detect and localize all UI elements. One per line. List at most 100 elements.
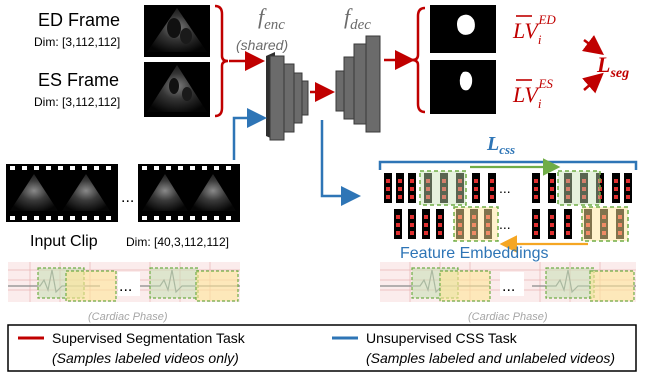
embedding-token-dot (442, 195, 446, 199)
embedding-token-dot (410, 223, 414, 227)
es-frame-title: ES Frame (38, 70, 119, 90)
embedding-token-dot (550, 187, 554, 191)
embedding-token-dot (534, 215, 538, 219)
legend-box (7, 324, 637, 372)
ed-echo-image (144, 5, 210, 57)
embedding-token-dot (550, 231, 554, 235)
lv-ed-prediction: LViED (512, 12, 556, 47)
embedding-token-dot (598, 195, 602, 199)
encoder-layers (266, 52, 309, 141)
embedding-token-dot (426, 195, 430, 199)
ed-to-loss-arrow (582, 35, 604, 55)
encoder-block: fenc (shared) (236, 4, 309, 141)
embedding-token-dot (626, 179, 630, 183)
embedding-token-dot (410, 179, 414, 183)
embedding-token-dot (424, 215, 428, 219)
embedding-token-dot (410, 187, 414, 191)
embedding-token-dot (534, 223, 538, 227)
embedding-token-dot (426, 187, 430, 191)
embedding-token-dot (550, 223, 554, 227)
ed-frame-title: ED Frame (38, 10, 120, 30)
input-clip-filmstrip-left (6, 164, 118, 222)
encoder-label: fenc (258, 4, 285, 33)
embedding-token-dot (550, 179, 554, 183)
decoder-label: fdec (344, 4, 371, 33)
embedding-token-dot (534, 231, 538, 235)
decoder-block: fdec (335, 4, 381, 133)
embedding-token-dot (442, 187, 446, 191)
embedding-token-dot (398, 179, 402, 183)
embedding-token-dot (490, 187, 494, 191)
cardiac-phase-strip-left (8, 262, 240, 302)
embedding-token-dot (386, 187, 390, 191)
embedding-token-dot (614, 179, 618, 183)
embedding-token-dot (386, 195, 390, 199)
embedding-token-dot (550, 215, 554, 219)
segmentation-loss: Lseg (596, 52, 629, 81)
embedding-token-dot (614, 195, 618, 199)
cardiac-phase-label-left: (Cardiac Phase) (88, 311, 168, 323)
phase-ellipsis-right: ... (502, 278, 515, 295)
embedding-token-dot (534, 179, 538, 183)
embedding-token-dot (626, 187, 630, 191)
encoder-to-embeddings-arrow (320, 120, 361, 206)
embedding-token-dot (582, 187, 586, 191)
ed-segmentation-mask (430, 5, 496, 53)
embedding-token-dot (410, 195, 414, 199)
embedding-token-dot (438, 231, 442, 235)
cardiac-phase-strip-right (380, 262, 636, 302)
embedding-token-dot (626, 195, 630, 199)
embedding-window-bottom-left (453, 206, 499, 242)
lv-es-prediction: LViES (512, 76, 553, 111)
legend-unsupervised-title: Unsupervised CSS Task (366, 330, 518, 346)
embedding-token-dot (614, 187, 618, 191)
css-bracket (378, 160, 638, 170)
input-frames-brace (214, 4, 229, 118)
es-to-loss-arrow (582, 72, 604, 94)
embedding-window-bottom-right (581, 206, 629, 242)
embedding-ellipsis-bottom: ... (499, 216, 511, 232)
embedding-token-dot (398, 187, 402, 191)
embedding-token-dot (566, 215, 570, 219)
encoder-shared-note: (shared) (236, 37, 288, 53)
es-frame-block: ES Frame Dim: [3,112,112] (34, 62, 210, 117)
feature-embeddings-label: Feature Embeddings (400, 245, 549, 262)
embedding-token-dot (474, 195, 478, 199)
legend: Supervised Segmentation Task (Samples la… (7, 324, 637, 372)
input-clip-title: Input Clip (30, 233, 98, 250)
embedding-token-dot (386, 179, 390, 183)
phase-ellipsis-left: ... (119, 278, 132, 295)
clip-ellipsis: ... (121, 189, 134, 206)
embedding-token-dot (424, 223, 428, 227)
embedding-token-dot (396, 223, 400, 227)
output-brace (411, 6, 426, 114)
legend-supervised-title: Supervised Segmentation Task (52, 330, 246, 346)
embedding-token-dot (490, 195, 494, 199)
embedding-token-dot (566, 195, 570, 199)
embedding-token-dot (474, 187, 478, 191)
embedding-token-dot (458, 179, 462, 183)
embedding-token-dot (582, 179, 586, 183)
input-clip-filmstrip-right (138, 164, 240, 222)
embedding-window-top-left (419, 170, 467, 206)
es-segmentation-mask (430, 60, 496, 114)
css-loss: Lcss (486, 133, 515, 157)
decoder-layers (335, 35, 381, 133)
embedding-token-dot (566, 231, 570, 235)
embedding-token-dot (438, 215, 442, 219)
embedding-token-dot (458, 187, 462, 191)
ed-frame-dim: Dim: [3,112,112] (34, 35, 120, 49)
embedding-window-top-right (557, 170, 601, 206)
svg-text:LViED: LViED (512, 12, 556, 47)
embedding-token-dot (396, 215, 400, 219)
embedding-token-dot (550, 195, 554, 199)
embedding-token-dot (534, 187, 538, 191)
ed-frame-block: ED Frame Dim: [3,112,112] (34, 5, 210, 57)
embedding-token-dot (426, 179, 430, 183)
embedding-token-dot (410, 231, 414, 235)
embedding-token-dot (566, 179, 570, 183)
embedding-token-dot (396, 231, 400, 235)
embedding-token-dot (442, 179, 446, 183)
clip-to-encoder-arrow (232, 108, 267, 160)
